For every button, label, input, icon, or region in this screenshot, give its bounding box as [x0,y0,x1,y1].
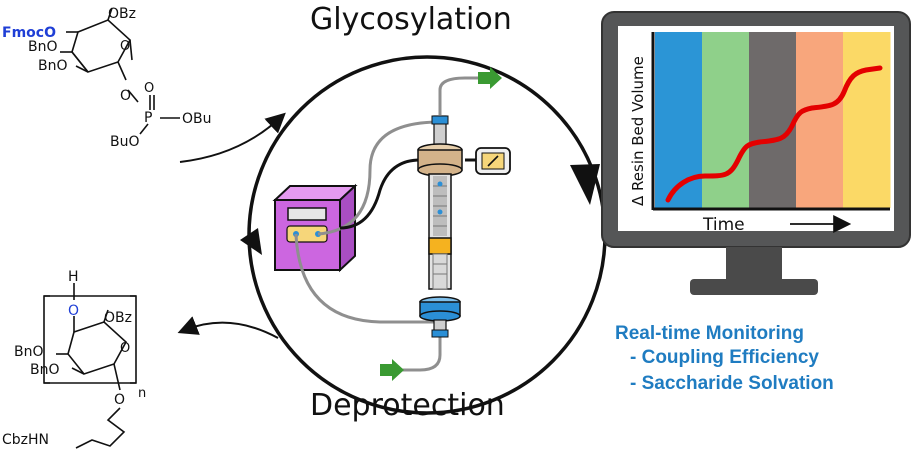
product-label: OBz [104,310,132,326]
monitoring-item: - Saccharide Solvation [630,373,834,394]
chart-band [749,32,797,208]
donor-fmoc-label: FmocO [2,25,56,41]
black-wire [339,158,421,230]
glycosylation-label: Glycosylation [310,2,512,37]
donor-label: OBz [108,6,136,22]
glycosyl-donor-structure [60,7,180,135]
donor-label: BnO [28,39,58,55]
product-label: O [68,303,79,319]
donor-label: O [120,88,131,104]
chart-y-label: Δ Resin Bed Volume [629,56,647,206]
resin-bound-product-structure [43,283,137,449]
chart-bands [655,32,891,208]
chart-band [655,32,703,208]
donor-label: BnO [38,58,68,74]
flow-reactor-column [417,115,463,338]
arrow-donor-to-cycle [179,112,286,163]
flow-out-arrow [478,67,502,89]
product-label: CbzHN [2,432,49,448]
donor-label: P [144,110,152,126]
monitoring-item: - Coupling Efficiency [630,347,819,368]
cycle-arrowhead-left [240,228,262,255]
donor-label: BuO [110,134,140,150]
product-label: BnO [30,362,60,378]
product-label: BnO [14,344,44,360]
resin-volume-curve [665,65,883,203]
monitoring-title: Real-time Monitoring [615,323,804,344]
donor-label: OBu [182,111,212,127]
chart-band [796,32,844,208]
chart-band [843,32,891,208]
product-label: O [114,392,125,408]
chart-band [702,32,750,208]
arrow-cycle-to-product [177,316,279,339]
product-label: H [68,269,79,285]
cycle-arrowhead-right [570,164,600,205]
flow-in-arrow [380,359,404,381]
donor-label: O [120,39,130,54]
donor-label: O [144,81,154,96]
chart-x-label: Time [702,215,745,235]
pressure-gauge [475,147,511,175]
product-label: O [120,341,130,356]
product-label: n [138,386,146,401]
